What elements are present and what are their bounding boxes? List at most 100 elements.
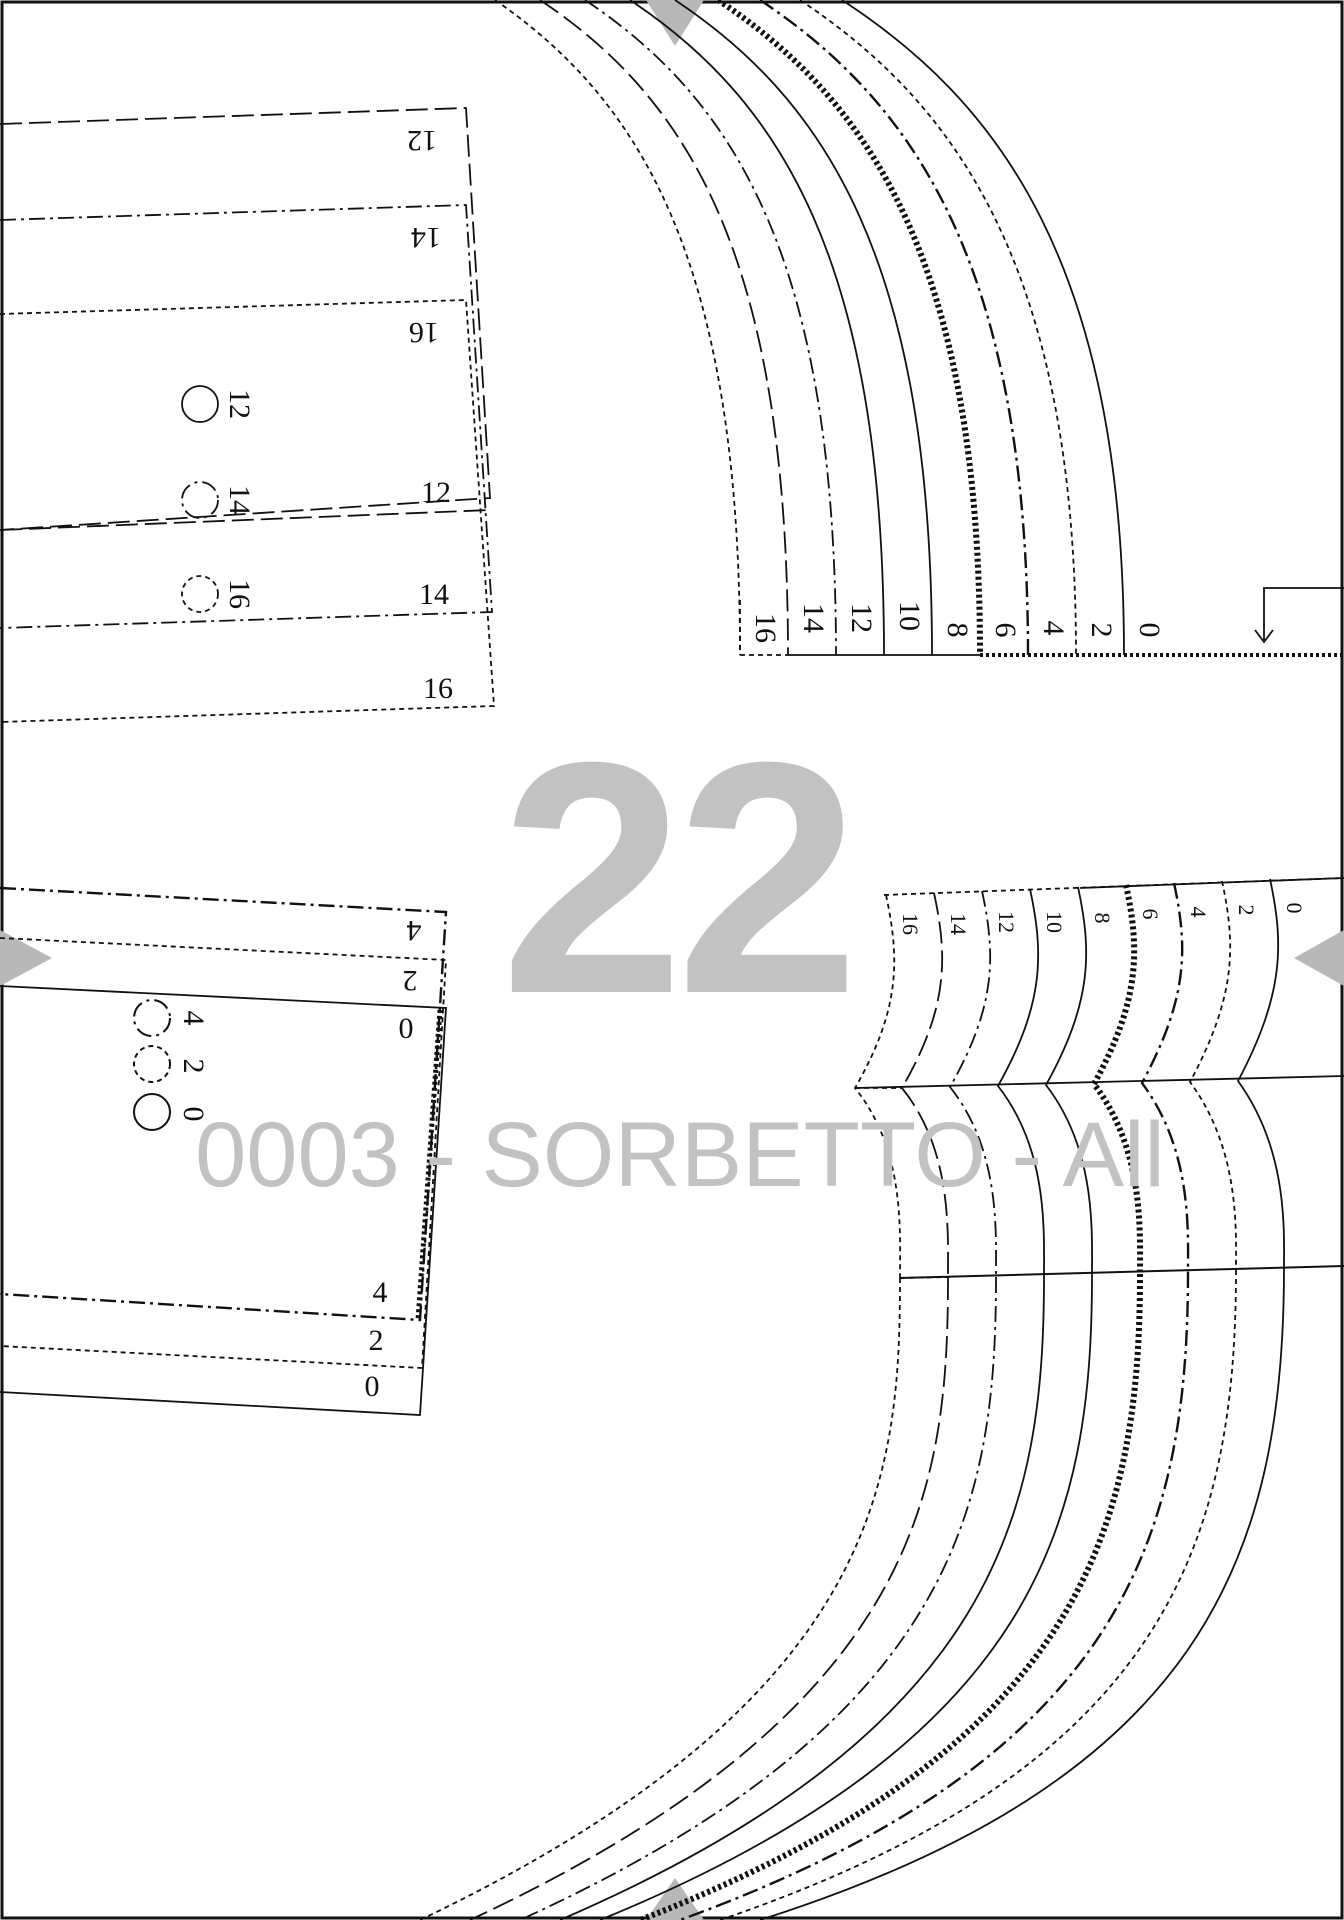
big-curve-size-16 (419, 1277, 901, 1920)
wave-size-4 (1140, 882, 1190, 1273)
top-edge (883, 877, 1344, 896)
alignment-triangle-bottom (646, 1878, 704, 1920)
big-curve-size-12 (519, 1276, 997, 1920)
curve-size-2 (799, 0, 1077, 656)
left-pattern-piece (0, 886, 448, 1416)
alignment-triangle-right (1294, 930, 1344, 986)
drill-marker-4 (133, 999, 171, 1037)
curve-label-4: 4 (1037, 621, 1070, 636)
big-curve-size-0 (759, 1267, 1285, 1920)
top-left-labels: 12 14 16 12 14 16 12 14 16 (223, 124, 453, 705)
curve-label-12: 12 (845, 603, 878, 633)
upside-label-14: 14 (411, 221, 441, 254)
marker-label-0: 0 (177, 1107, 210, 1122)
strip-label-8: 8 (1090, 913, 1115, 924)
big-curve-size-4 (679, 1271, 1190, 1920)
left-drill-markers (133, 999, 171, 1131)
cross-line-upper (854, 1075, 1344, 1089)
curve-label-2: 2 (1085, 623, 1118, 638)
wave-size-10 (996, 888, 1045, 1277)
side-label-2: 2 (369, 1324, 384, 1357)
curve-size-8 (674, 0, 933, 656)
upside-label-12: 12 (407, 124, 437, 157)
wave-size-6 (1090, 884, 1144, 1275)
cross-line-lower (899, 1265, 1344, 1279)
upside-label-16: 16 (409, 316, 439, 349)
curve-size-10 (629, 0, 885, 656)
strip-label-12: 12 (994, 911, 1019, 933)
alignment-triangle-top (646, 0, 704, 46)
drill-marker-12 (181, 385, 219, 423)
strip-label-16: 16 (898, 913, 923, 935)
marker-label-4: 4 (177, 1011, 210, 1026)
size-0-outline (0, 985, 447, 1416)
side-label-4: 4 (373, 1276, 388, 1309)
marker-label-16: 16 (223, 579, 256, 609)
size-4-outline (0, 886, 448, 1322)
strip-label-2: 2 (1234, 905, 1259, 916)
wave-size-16 (853, 894, 902, 1279)
curve-size-0 (841, 0, 1125, 656)
curve-size-4 (759, 0, 1030, 656)
right-piece-labels: 16 14 12 10 8 6 4 2 0 (898, 903, 1307, 936)
top-right-pattern-piece (494, 0, 1344, 657)
left-piece-labels: 4 2 0 4 2 0 4 2 0 (177, 914, 422, 1403)
strip-label-6: 6 (1138, 909, 1163, 920)
size-16-outline (0, 299, 495, 723)
upside-label-2: 2 (403, 964, 418, 997)
upside-label-4: 4 (407, 914, 422, 947)
marker-label-12: 12 (223, 389, 256, 419)
curve-label-0: 0 (1133, 623, 1166, 638)
big-curve-size-10 (559, 1275, 1045, 1920)
strip-label-10: 10 (1042, 911, 1067, 933)
grainline-arrowhead (1254, 629, 1274, 644)
side-label-14: 14 (419, 578, 449, 611)
size-2-outline (0, 937, 447, 1369)
pattern-title: 0003 - SORBETTO - All (195, 1104, 1165, 1206)
wave-size-14 (900, 892, 949, 1279)
page-number: 22 (500, 693, 851, 1062)
wave-size-8 (1044, 886, 1093, 1276)
side-label-16: 16 (423, 672, 453, 705)
top-right-labels: 16 14 12 10 8 6 4 2 0 (749, 601, 1166, 643)
drill-marker-0 (133, 1093, 171, 1131)
side-label-0-bottom: 0 (365, 1370, 380, 1403)
top-left-drill-markers (181, 385, 219, 613)
marker-label-14: 14 (223, 485, 256, 515)
marker-label-2: 2 (177, 1059, 210, 1074)
top-edge-solid (1079, 877, 1344, 889)
drill-marker-2 (133, 1045, 171, 1083)
curve-label-10: 10 (893, 601, 926, 631)
curve-label-8: 8 (941, 623, 974, 638)
big-curve-size-14 (469, 1277, 949, 1920)
strip-label-4: 4 (1186, 907, 1211, 918)
big-curve-size-2 (719, 1269, 1237, 1920)
wave-size-12 (948, 890, 997, 1278)
top-left-pattern-piece (0, 107, 495, 723)
size-14-outline (0, 204, 493, 629)
curve-size-16 (494, 0, 741, 656)
wave-size-0 (1236, 878, 1285, 1269)
wave-size-2 (1188, 880, 1237, 1271)
drill-marker-14 (181, 481, 219, 519)
curve-size-14 (539, 0, 789, 656)
side-label-12: 12 (421, 476, 451, 509)
alignment-triangle-left (0, 930, 52, 986)
size-12-inner-line (0, 509, 491, 531)
strip-label-0: 0 (1282, 903, 1307, 914)
big-curve-size-6 (638, 1273, 1143, 1920)
strip-label-14: 14 (946, 913, 971, 935)
curve-size-6 (716, 0, 983, 656)
side-label-0-top: 0 (399, 1012, 414, 1045)
size-12-outline (0, 107, 491, 531)
size-0-stitch (415, 1009, 443, 1321)
drill-marker-16 (181, 575, 219, 613)
curve-label-16: 16 (749, 613, 782, 643)
grainline-arrow (1263, 587, 1344, 640)
curve-size-12 (584, 0, 837, 656)
curve-label-6: 6 (989, 623, 1022, 638)
curve-label-14: 14 (797, 603, 830, 633)
right-pattern-piece (419, 877, 1344, 1920)
